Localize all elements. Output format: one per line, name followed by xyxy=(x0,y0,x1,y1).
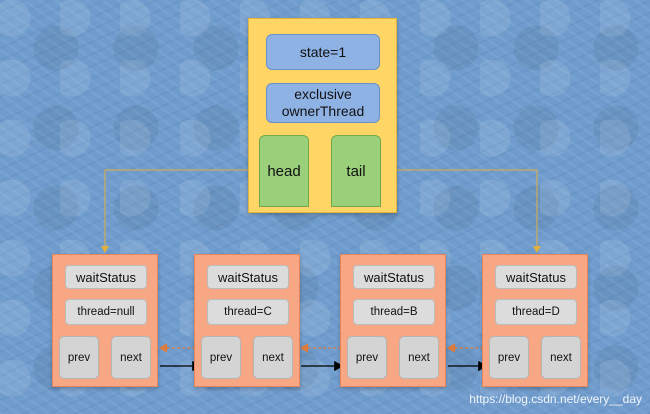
queue-node-2: waitStatus thread=C prev next xyxy=(194,254,300,387)
sync-state-box: state=1 exclusive ownerThread head tail xyxy=(248,18,397,213)
thread-field: thread=B xyxy=(353,299,435,325)
head-link xyxy=(101,169,258,253)
next-field: next xyxy=(253,336,293,379)
wait-status-field: waitStatus xyxy=(65,265,147,289)
state-field: state=1 xyxy=(266,34,380,70)
prev-field: prev xyxy=(347,336,387,379)
next-field: next xyxy=(111,336,151,379)
tail-pointer: tail xyxy=(331,135,381,207)
thread-field: thread=D xyxy=(495,299,577,325)
wait-status-field: waitStatus xyxy=(353,265,435,289)
next-field: next xyxy=(399,336,439,379)
owner-thread-line1: exclusive xyxy=(294,86,352,102)
head-pointer: head xyxy=(259,135,309,207)
queue-node-3: waitStatus thread=B prev next xyxy=(340,254,446,387)
prev-field: prev xyxy=(489,336,529,379)
tail-link xyxy=(380,169,541,253)
prev-field: prev xyxy=(201,336,241,379)
next-field: next xyxy=(541,336,581,379)
thread-field: thread=C xyxy=(207,299,289,325)
wait-status-field: waitStatus xyxy=(495,265,577,289)
queue-node-1: waitStatus thread=null prev next xyxy=(52,254,158,387)
queue-node-4: waitStatus thread=D prev next xyxy=(482,254,588,387)
owner-thread-field: exclusive ownerThread xyxy=(266,83,380,123)
wait-status-field: waitStatus xyxy=(207,265,289,289)
thread-field: thread=null xyxy=(65,299,147,325)
watermark: https://blog.csdn.net/every__day xyxy=(469,392,642,406)
prev-field: prev xyxy=(59,336,99,379)
owner-thread-line2: ownerThread xyxy=(281,103,365,119)
